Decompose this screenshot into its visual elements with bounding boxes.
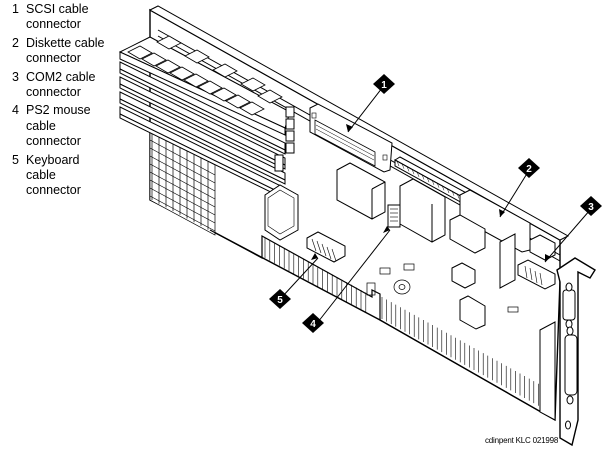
decorative-line	[396, 160, 400, 167]
ps2-mouse-header	[387, 204, 401, 228]
callout-diamond	[518, 158, 540, 178]
decorative-line	[451, 190, 455, 196]
leader-1	[347, 87, 383, 133]
chip	[499, 233, 516, 289]
com-port	[562, 289, 576, 321]
memory-module	[119, 61, 286, 155]
callout-5: 5	[269, 289, 291, 309]
legend-number: 5	[12, 152, 19, 167]
decorative-line	[421, 174, 425, 180]
chip	[336, 162, 386, 220]
callout-1: 1	[373, 74, 395, 94]
callout-diamond	[373, 74, 395, 94]
memory-module	[119, 76, 286, 170]
legend-label: COM2 cable connector	[26, 69, 96, 100]
decorative-line	[436, 182, 440, 188]
legend-item-ps2-mouse: 4 PS2 mouse cable connector	[4, 103, 116, 149]
decorative-line	[149, 147, 216, 184]
memory-module	[119, 91, 286, 185]
decorative-line	[149, 139, 216, 176]
legend-number: 2	[12, 35, 19, 50]
edge-connector	[209, 229, 556, 421]
callout-number: 4	[310, 319, 316, 330]
callout-number: 5	[277, 295, 283, 306]
legend-label: PS2 mouse cable connector	[26, 103, 91, 149]
legend-item-diskette: 2 Diskette cable connector	[4, 36, 116, 67]
jumpers	[366, 263, 519, 313]
leader-4	[317, 229, 391, 323]
legend-number: 4	[12, 103, 19, 118]
legend-label: SCSI cable connector	[26, 2, 89, 32]
memory-chips	[127, 35, 283, 116]
legend-item-scsi: 1 SCSI cable connector	[4, 2, 116, 33]
legend-number: 3	[12, 69, 19, 84]
leader-2	[499, 171, 529, 218]
scsi-connector	[309, 103, 393, 173]
chips	[264, 162, 516, 330]
legend-item-keyboard: 5 Keyboard cable connector	[4, 153, 116, 199]
callout-2: 2	[518, 158, 540, 178]
callout-diamond	[269, 289, 291, 309]
callout-3: 3	[580, 196, 602, 216]
callout-arrowheads	[311, 124, 551, 262]
memory-module	[119, 106, 286, 200]
decorative-line	[456, 193, 460, 199]
leader-3	[544, 209, 591, 263]
chip	[449, 214, 486, 254]
com2-header	[517, 234, 556, 290]
callout-4: 4	[302, 313, 324, 333]
decorative-line	[431, 179, 435, 185]
keyboard-header	[306, 231, 346, 263]
callout-number: 2	[526, 164, 532, 175]
callout-leaders	[281, 87, 591, 323]
callout-diamond	[580, 196, 602, 216]
decorative-line	[149, 155, 216, 192]
decorative-line	[149, 171, 216, 208]
decorative-line	[401, 163, 405, 169]
legend: 1 SCSI cable connector 2 Diskette cable …	[4, 2, 116, 202]
callout-number: 3	[588, 202, 594, 213]
decorative-line	[426, 177, 430, 183]
callout-diamond	[302, 313, 324, 333]
decorative-line	[441, 185, 445, 191]
decorative-line	[149, 187, 216, 224]
decorative-line	[149, 163, 216, 200]
decorative-line	[446, 187, 450, 194]
legend-number: 1	[12, 2, 19, 16]
legend-item-com2: 3 COM2 cable connector	[4, 70, 116, 101]
figure-credit: cdinpent KLC 021998	[485, 436, 559, 445]
leader-5	[281, 257, 319, 298]
decorative-line	[416, 171, 420, 177]
legend-label: Keyboard cable connector	[26, 152, 81, 198]
legend-label: Diskette cable connector	[26, 35, 105, 66]
callout-number: 1	[381, 80, 387, 91]
chip	[451, 262, 476, 289]
parallel-port	[564, 334, 578, 396]
decorative-line	[149, 195, 216, 232]
decorative-line	[406, 166, 410, 172]
decorative-line	[411, 169, 415, 175]
memory-sockets	[274, 106, 295, 172]
chip	[459, 295, 486, 330]
decorative-line	[149, 179, 216, 216]
memory-modules	[118, 35, 295, 200]
mounting-bracket	[539, 257, 596, 447]
